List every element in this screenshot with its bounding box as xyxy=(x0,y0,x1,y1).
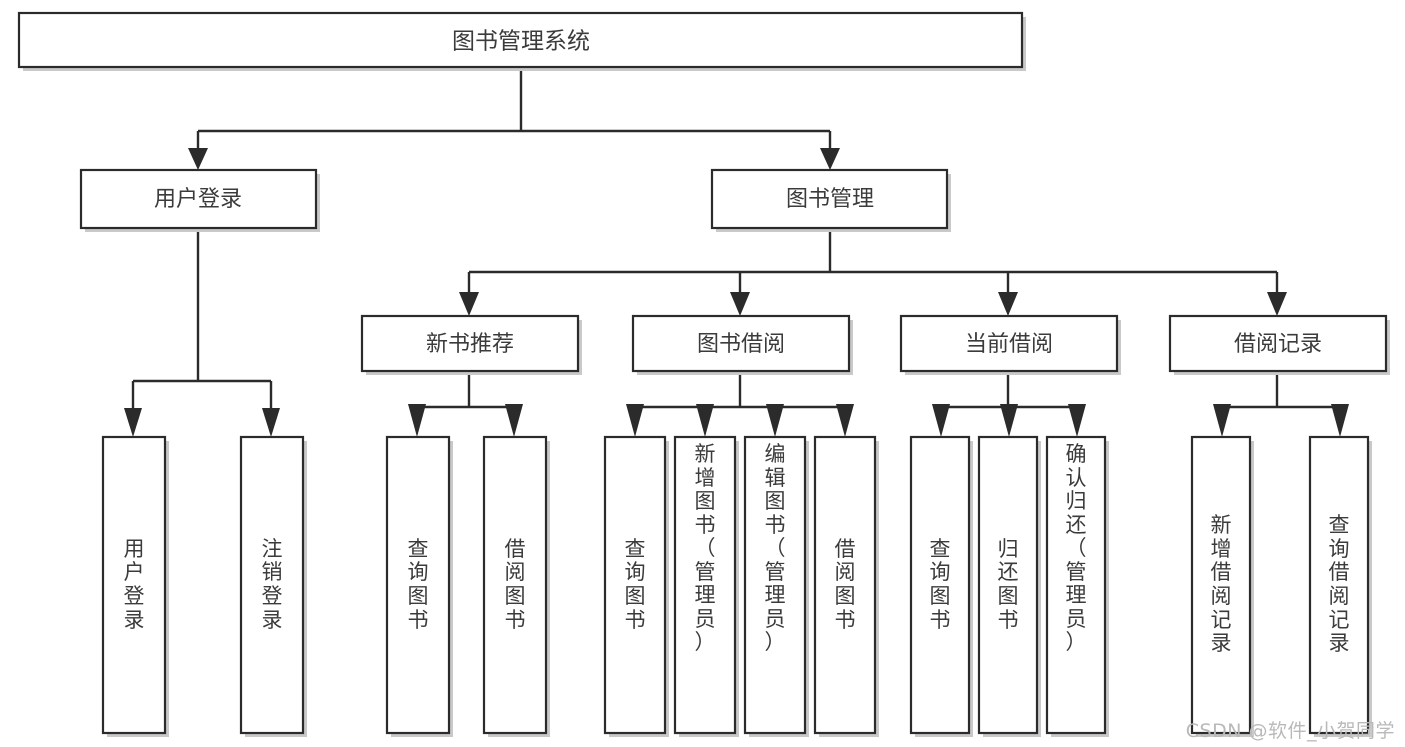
arrowhead-to-new-book-rec xyxy=(459,292,479,316)
leaf-box-book-borrow-3[interactable] xyxy=(743,435,807,735)
arrowhead-to-leaf-bookborrow-1 xyxy=(626,404,644,437)
leaf-box-book-borrow-4[interactable] xyxy=(813,435,877,735)
arrowhead-to-borrow-record xyxy=(1267,292,1287,316)
leaf-box-borrow-record-2[interactable] xyxy=(1308,435,1370,735)
leaf-box-user-login-2[interactable] xyxy=(239,435,305,735)
arrowhead-to-book-borrow xyxy=(730,292,750,316)
current-borrow-node-label: 当前借阅 xyxy=(965,332,1053,357)
book-manage-node-label: 图书管理 xyxy=(786,187,874,212)
new-book-rec-node-box[interactable] xyxy=(360,314,580,373)
arrowhead-layer xyxy=(124,148,1349,437)
arrowhead-to-leaf-borrowrecord-1 xyxy=(1213,404,1231,437)
arrowhead-to-leaf-currentborrow-3 xyxy=(1068,404,1086,437)
arrowhead-to-leaf-bookborrow-3 xyxy=(766,404,784,437)
arrowhead-to-leaf-userlogin-1 xyxy=(124,408,142,437)
arrowhead-to-current-borrow xyxy=(998,292,1018,316)
borrow-record-node-box[interactable] xyxy=(1168,314,1388,373)
borrow-record-node-label: 借阅记录 xyxy=(1234,332,1322,357)
arrowhead-to-leaf-newbook-1 xyxy=(408,404,426,437)
leaf-box-new-book-rec-2[interactable] xyxy=(482,435,548,735)
root-node-box[interactable] xyxy=(17,11,1024,69)
book-manage-node-box[interactable] xyxy=(710,168,949,230)
arrowhead-to-user-login xyxy=(188,148,208,170)
leaf-box-current-borrow-2[interactable] xyxy=(977,435,1039,735)
arrowhead-to-leaf-newbook-2 xyxy=(505,404,523,437)
book-borrow-node-box[interactable] xyxy=(631,314,851,373)
arrowhead-to-leaf-currentborrow-2 xyxy=(1000,404,1018,437)
leaf-box-user-login-1[interactable] xyxy=(101,435,167,735)
current-borrow-node-box[interactable] xyxy=(899,314,1119,373)
new-book-rec-node-label: 新书推荐 xyxy=(426,332,514,357)
leaf-box-book-borrow-1[interactable] xyxy=(603,435,667,735)
arrowhead-to-book-manage xyxy=(820,148,840,170)
leaf-box-new-book-rec-1[interactable] xyxy=(385,435,451,735)
leaf-box-current-borrow-3[interactable] xyxy=(1045,435,1107,735)
arrowhead-to-leaf-bookborrow-2 xyxy=(696,404,714,437)
leaf-box-current-borrow-1[interactable] xyxy=(909,435,971,735)
watermark-text: CSDN @软件_小贺同学 xyxy=(1185,720,1395,742)
user-login-node-box[interactable] xyxy=(79,168,318,230)
arrowhead-to-leaf-currentborrow-1 xyxy=(932,404,950,437)
user-login-node-label: 用户登录 xyxy=(154,187,242,212)
arrowhead-to-leaf-userlogin-2 xyxy=(262,408,280,437)
leaf-box-borrow-record-1[interactable] xyxy=(1190,435,1252,735)
arrowhead-to-leaf-bookborrow-4 xyxy=(836,404,854,437)
book-borrow-node-label: 图书借阅 xyxy=(697,332,785,357)
root-node-label: 图书管理系统 xyxy=(452,29,590,55)
leaf-box-book-borrow-2[interactable] xyxy=(673,435,737,735)
arrowhead-to-leaf-borrowrecord-2 xyxy=(1331,404,1349,437)
node-layer: 图书管理系统 用户登录 图书管理 新书推荐 图书借阅 当前借阅 xyxy=(17,11,1390,737)
